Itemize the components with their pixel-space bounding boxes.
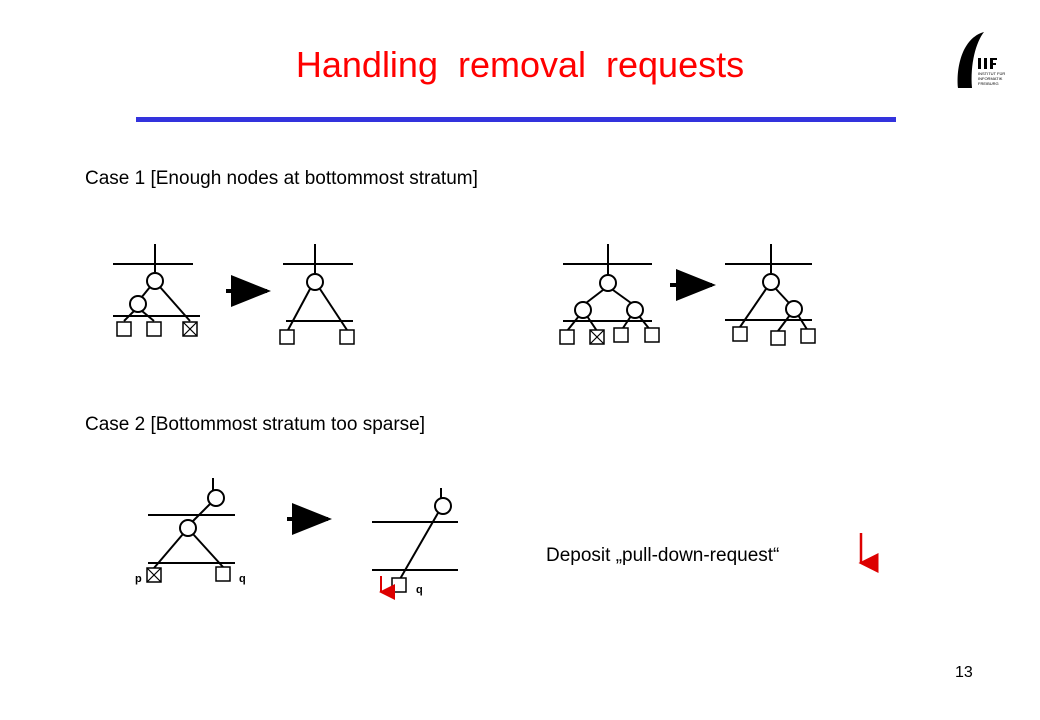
page-title: Handling removal requests [295, 44, 745, 85]
deposit-caption: Deposit „pull-down-request“ [546, 545, 780, 566]
crossed-box-icon [146, 567, 162, 583]
crossed-box-icon [589, 329, 605, 345]
case-2-heading: Case 2 [Bottommost stratum too sparse] [85, 414, 426, 435]
node-label-q-after: q [416, 584, 423, 596]
page-number: 13 [955, 664, 973, 681]
node-label-p: p [135, 573, 142, 585]
case1-tree-a-after [279, 244, 355, 345]
case1-tree-b-after [725, 244, 816, 346]
case2-tree-before [146, 478, 235, 583]
node-label-q: q [239, 573, 246, 585]
title-underline [136, 117, 896, 122]
case1-tree-a-before [113, 244, 200, 337]
case2-tree-after [372, 488, 458, 593]
logo-text-line-1: INSTITUT FÜR [978, 71, 1005, 76]
crossed-box-icon [182, 321, 198, 337]
case-1-heading: Case 1 [Enough nodes at bottommost strat… [85, 168, 478, 189]
iif-freiburg-logo-icon: INSTITUT FÜR INFORMATIK FREIBURG [957, 32, 1005, 88]
logo-text-line-2: INFORMATIK [978, 76, 1003, 81]
logo-text-line-3: FREIBURG [978, 81, 999, 86]
case1-tree-b-before [559, 244, 660, 345]
